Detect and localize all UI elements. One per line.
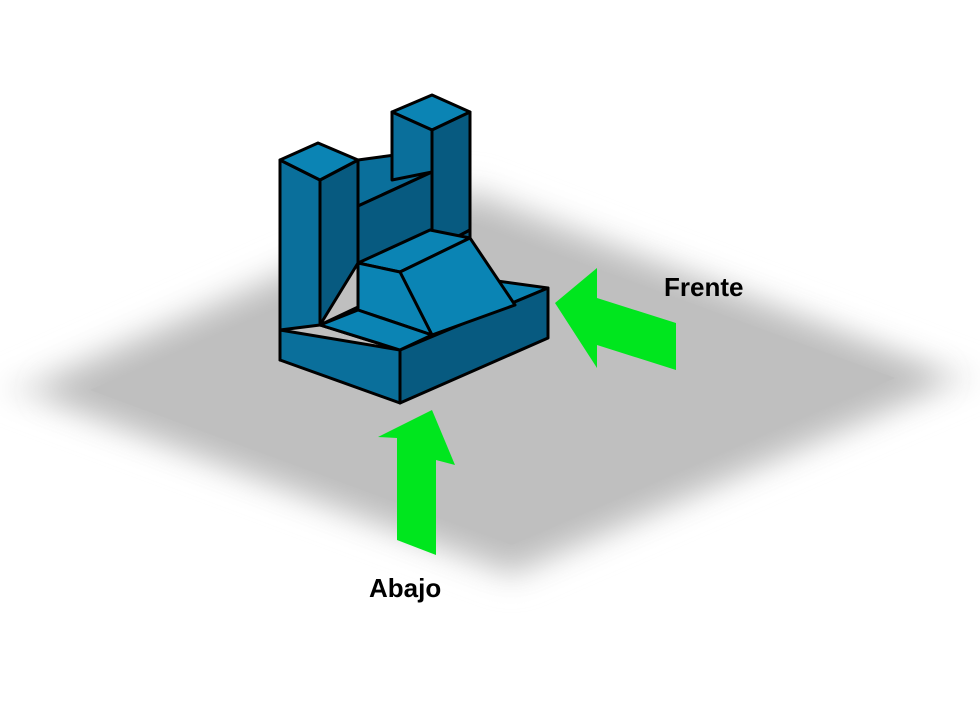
front-label: Frente bbox=[664, 272, 744, 302]
bottom-arrow bbox=[378, 410, 455, 555]
right-pillar-side bbox=[430, 110, 472, 252]
ramp-step-face bbox=[318, 308, 434, 352]
bottom-label: Abajo bbox=[369, 573, 442, 603]
front-arrow bbox=[555, 268, 676, 370]
isometric-part bbox=[278, 93, 550, 405]
ground-plane bbox=[0, 182, 980, 582]
